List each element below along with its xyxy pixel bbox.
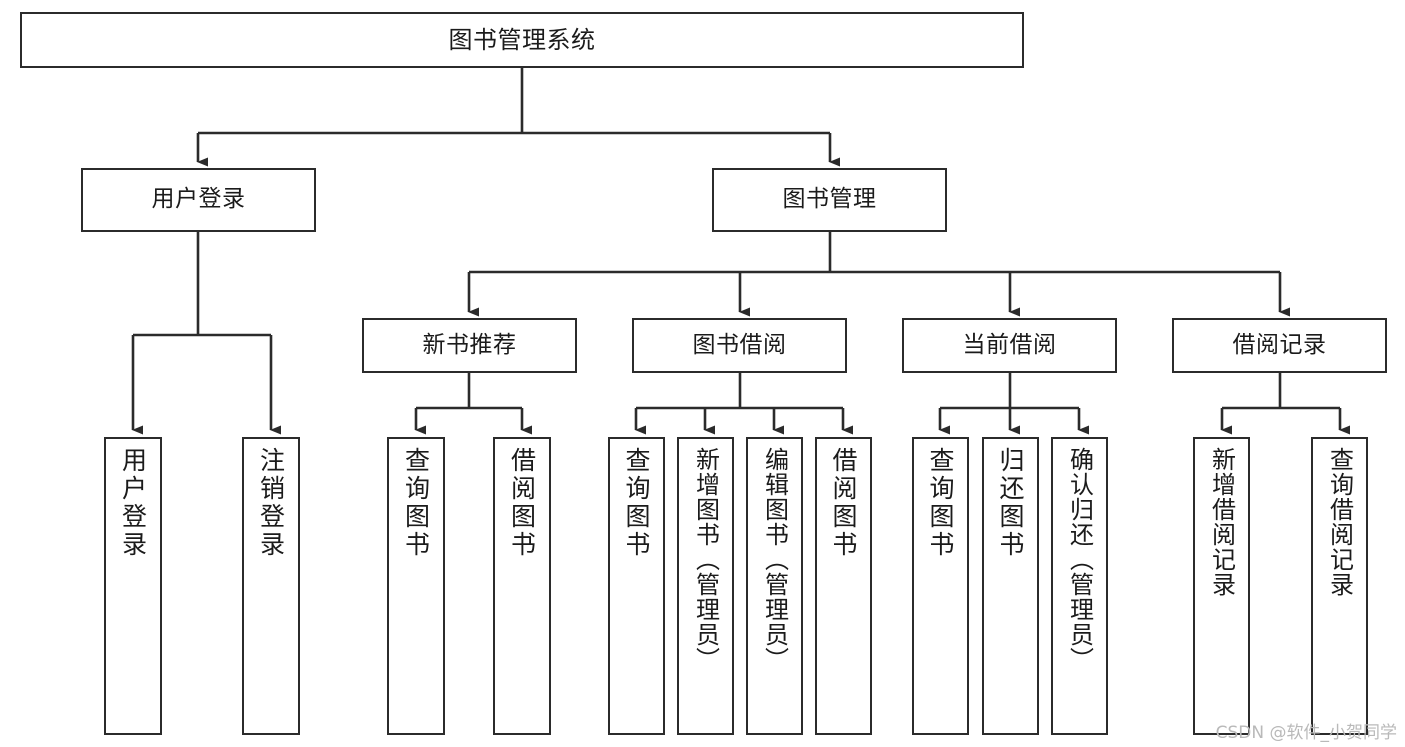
leaf-records-add-record[interactable]: 新增借阅记录 <box>1193 437 1250 735</box>
leaf-current-return-book[interactable]: 归还图书 <box>982 437 1039 735</box>
node-label: 归还图书 <box>996 447 1025 559</box>
node-label: 当前借阅 <box>962 331 1057 358</box>
node-label: 用户登录 <box>118 447 148 559</box>
watermark-text: CSDN @软件_小贺同学 <box>1215 723 1397 743</box>
node-book-borrow[interactable]: 图书借阅 <box>632 318 847 373</box>
node-label: 新增图书（管理员） <box>691 447 720 672</box>
leaf-newbook-borrow-book[interactable]: 借阅图书 <box>493 437 551 735</box>
node-label: 借阅记录 <box>1232 331 1327 358</box>
leaf-user-logout[interactable]: 注销登录 <box>242 437 300 735</box>
node-label: 查询图书 <box>622 447 651 559</box>
node-label: 新增借阅记录 <box>1207 447 1236 597</box>
leaf-current-confirm-return-admin[interactable]: 确认归还（管理员） <box>1051 437 1108 735</box>
node-book-management[interactable]: 图书管理 <box>712 168 947 232</box>
node-label: 注销登录 <box>256 447 286 559</box>
leaf-borrow-lend-book[interactable]: 借阅图书 <box>815 437 872 735</box>
node-user-login[interactable]: 用户登录 <box>81 168 316 232</box>
node-label: 编辑图书（管理员） <box>760 447 789 672</box>
leaf-borrow-query-book[interactable]: 查询图书 <box>608 437 665 735</box>
node-label: 用户登录 <box>151 186 246 213</box>
node-label: 图书管理 <box>782 186 877 213</box>
node-label: 图书借阅 <box>692 331 787 358</box>
node-label: 查询借阅记录 <box>1325 447 1354 597</box>
node-label: 查询图书 <box>401 447 431 559</box>
node-label: 借阅图书 <box>829 447 858 559</box>
node-label: 借阅图书 <box>507 447 537 559</box>
leaf-newbook-query-book[interactable]: 查询图书 <box>387 437 445 735</box>
leaf-records-query-record[interactable]: 查询借阅记录 <box>1311 437 1368 735</box>
node-label: 图书管理系统 <box>448 25 596 54</box>
leaf-current-query-book[interactable]: 查询图书 <box>912 437 969 735</box>
node-new-book-recommend[interactable]: 新书推荐 <box>362 318 577 373</box>
node-label: 查询图书 <box>926 447 955 559</box>
node-borrow-records[interactable]: 借阅记录 <box>1172 318 1387 373</box>
node-label: 新书推荐 <box>422 331 517 358</box>
node-label: 确认归还（管理员） <box>1065 447 1094 672</box>
leaf-borrow-edit-book-admin[interactable]: 编辑图书（管理员） <box>746 437 803 735</box>
leaf-borrow-add-book-admin[interactable]: 新增图书（管理员） <box>677 437 734 735</box>
node-current-borrow[interactable]: 当前借阅 <box>902 318 1117 373</box>
leaf-user-login[interactable]: 用户登录 <box>104 437 162 735</box>
node-root-system[interactable]: 图书管理系统 <box>20 12 1024 68</box>
